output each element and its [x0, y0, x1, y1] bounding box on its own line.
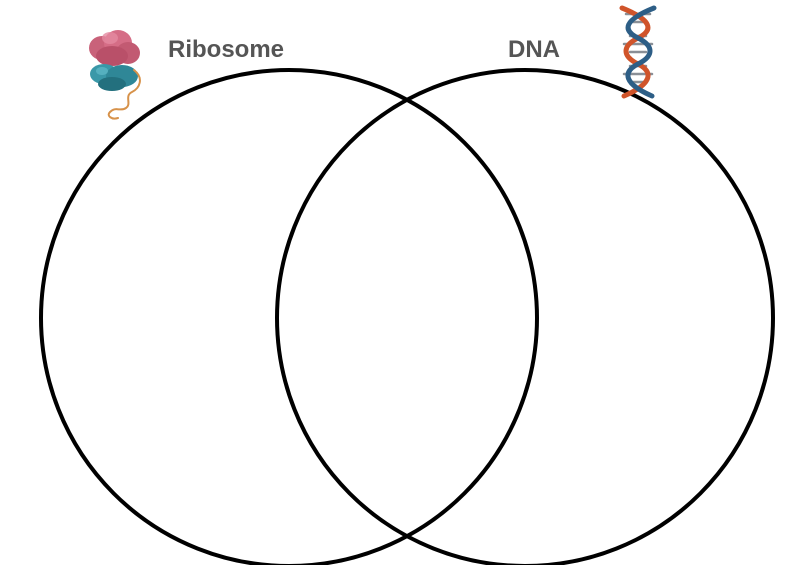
dna-double-helix-icon — [612, 4, 664, 100]
ribosome-icon — [82, 26, 148, 122]
right-circle-dna — [275, 68, 775, 568]
left-circle-ribosome — [39, 68, 539, 568]
ribosome-label: Ribosome — [168, 36, 285, 63]
dna-label: DNA — [508, 36, 560, 63]
